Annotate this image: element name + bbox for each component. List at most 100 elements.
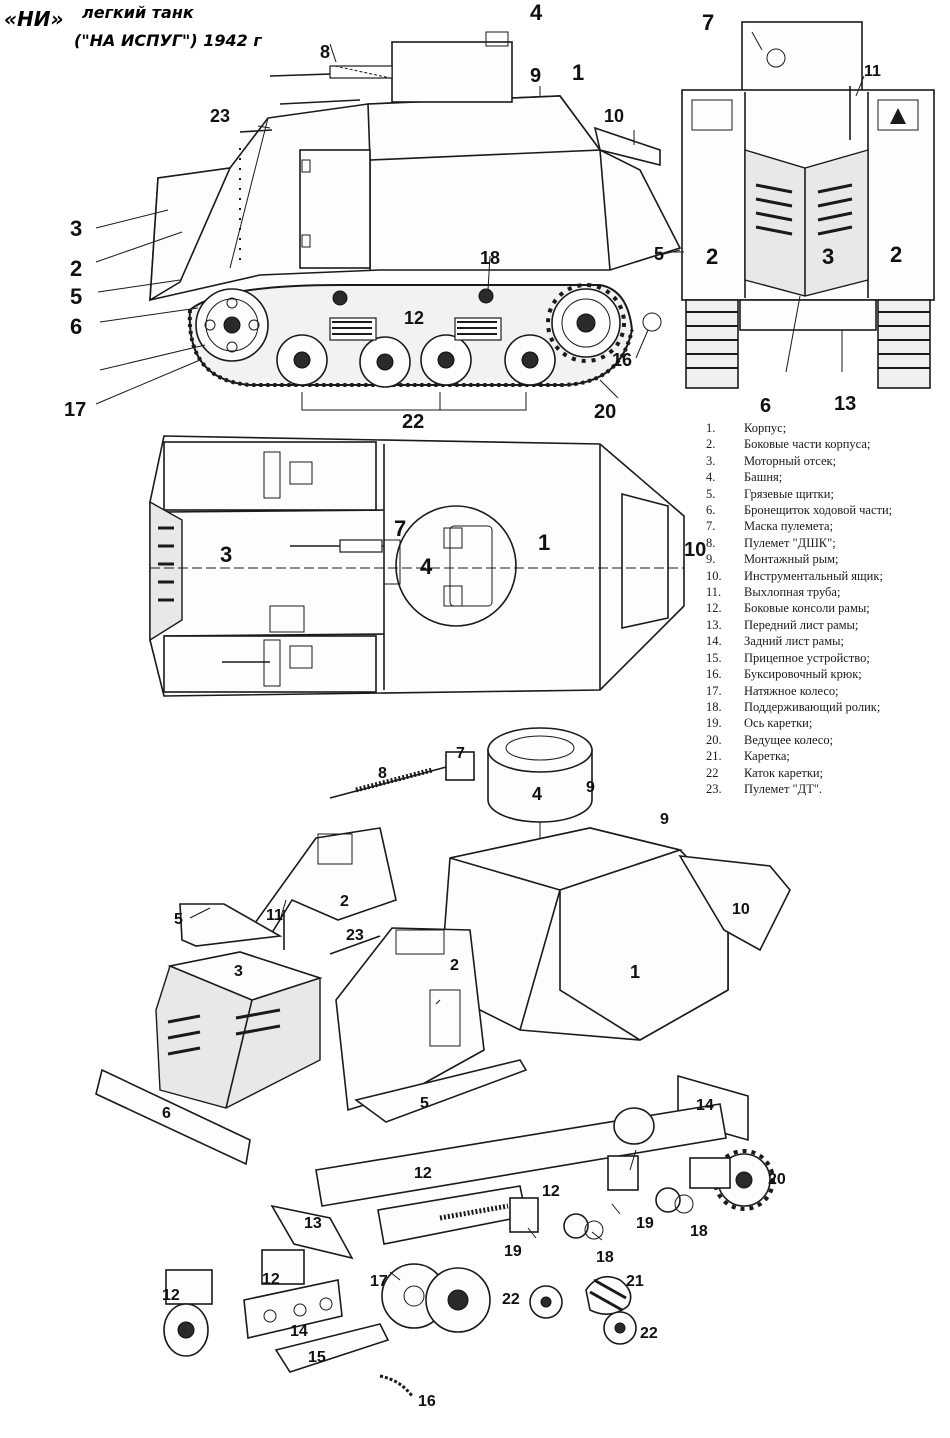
- legend-item: 5.Грязевые щитки;: [706, 486, 950, 502]
- exploded-frame-console-rear: [165, 1269, 213, 1305]
- legend-item: 12.Боковые консоли рамы;: [706, 600, 950, 616]
- parts-legend: 1.Корпус;2.Боковые части корпуса;3.Мотор…: [706, 420, 950, 797]
- part-callout-number: 23: [346, 927, 364, 944]
- exploded-toolbox: [678, 855, 791, 952]
- part-callout-number: 23: [210, 106, 230, 126]
- part-callout-number: 20: [594, 401, 616, 423]
- legend-item: 15.Прицепное устройство;: [706, 650, 950, 666]
- part-callout-number: 5: [654, 244, 664, 264]
- legend-item: 4.Башня;: [706, 469, 950, 485]
- legend-item-number: 12.: [706, 601, 722, 616]
- legend-item: 10.Инструментальный ящик;: [706, 568, 950, 584]
- legend-item: 6. Бронещиток ходовой части;: [706, 502, 950, 518]
- part-callout-number: 8: [320, 42, 330, 62]
- legend-item-number: 15.: [706, 650, 722, 665]
- part-callout-number: 10: [684, 539, 706, 561]
- legend-item-number: 9.: [706, 552, 716, 567]
- part-callout-number: 6: [760, 395, 771, 417]
- part-callout-number: 2: [70, 256, 82, 281]
- legend-item-text: Ведущее колесо;: [744, 732, 834, 747]
- part-callout-number: 9: [660, 811, 669, 828]
- legend-item: 14.Задний лист рамы;: [706, 633, 950, 649]
- legend-item-number: 8.: [706, 535, 716, 550]
- part-callout-number: 2: [890, 242, 902, 267]
- legend-item: 13.Передний лист рамы;: [706, 617, 950, 633]
- legend-item-text: Ось каретки;: [744, 716, 813, 731]
- part-callout-number: 6: [70, 314, 82, 339]
- legend-item-number: 19.: [706, 716, 722, 731]
- exploded-side-part-right: [335, 927, 485, 1112]
- legend-item-text: Выхлопная труба;: [744, 585, 841, 600]
- part-callout-number: 3: [220, 542, 232, 567]
- legend-item-text: Маска пулемета;: [744, 519, 834, 534]
- legend-item: 21.Каретка;: [706, 748, 950, 764]
- legend-item-number: 13.: [706, 617, 722, 632]
- part-callout-number: 12: [404, 308, 424, 328]
- legend-item: 7. Маска пулемета;: [706, 518, 950, 534]
- legend-item-text: Боковые части корпуса;: [744, 437, 871, 452]
- exploded-front-frame-plate: [270, 1204, 354, 1260]
- legend-item: 18.Поддерживающий ролик;: [706, 699, 950, 715]
- part-callout-number: 10: [732, 901, 750, 918]
- rear-track-right: [877, 299, 931, 389]
- legend-item-text: Башня;: [744, 470, 783, 485]
- legend-item: 23.Пулемет "ДТ".: [706, 781, 950, 797]
- legend-item: 2.Боковые части корпуса;: [706, 436, 950, 452]
- part-callout-number: 8: [378, 765, 387, 782]
- exploded-mudguard-left: [179, 903, 283, 947]
- exploded-mudguard-right: [354, 1059, 528, 1123]
- side-hull-top: [367, 95, 602, 161]
- part-callout-number: 14: [290, 1323, 308, 1340]
- exploded-rear-frame-plate-lower: [243, 1279, 343, 1339]
- top-engine-grille: [149, 500, 183, 642]
- legend-item: 19. Ось каретки;: [706, 715, 950, 731]
- legend-item: 20. Ведущее колесо;: [706, 732, 950, 748]
- legend-item-text: Пулемет "ДШК";: [744, 535, 836, 550]
- part-callout-number: 17: [370, 1273, 388, 1290]
- legend-item-text: Каток каретки;: [744, 765, 824, 780]
- exploded-dshk: [329, 765, 451, 799]
- legend-item-number: 6.: [706, 503, 716, 518]
- side-turret: [391, 41, 513, 103]
- part-callout-number: 2: [450, 957, 459, 974]
- part-callout-number: 13: [304, 1215, 322, 1232]
- part-callout-number: 18: [690, 1223, 708, 1240]
- legend-item: 8. Пулемет "ДШК";: [706, 535, 950, 551]
- legend-item-text: Натяжное колесо;: [744, 683, 839, 698]
- side-toolbox: [593, 126, 661, 167]
- rear-view: 7 11 2 3 2 5 6 13: [654, 10, 935, 417]
- part-callout-number: 13: [834, 393, 856, 415]
- part-callout-number: 11: [266, 907, 283, 924]
- top-view: 3 7 4 1 10: [149, 435, 706, 697]
- part-callout-number: 7: [456, 745, 465, 762]
- top-right-side-part: [163, 635, 377, 693]
- part-callout-number: 4: [532, 784, 542, 804]
- legend-item-number: 10.: [706, 568, 722, 583]
- legend-item-text: Бронещиток ходовой части;: [744, 503, 893, 518]
- side-mudguard: [149, 167, 232, 302]
- legend-item-text: Буксировочный крюк;: [744, 667, 862, 682]
- part-callout-number: 1: [630, 962, 640, 982]
- top-toolbox: [621, 492, 669, 629]
- part-callout-number: 3: [822, 244, 834, 269]
- part-callout-number: 17: [64, 399, 86, 421]
- part-callout-number: 3: [70, 216, 82, 241]
- legend-item-text: Монтажный рым;: [744, 552, 839, 567]
- legend-item-number: 23.: [706, 781, 722, 796]
- exploded-bogie: [529, 1275, 637, 1345]
- legend-item-number: 20.: [706, 732, 722, 747]
- rear-engine-deck: [744, 149, 869, 297]
- side-drive-sprocket: [546, 283, 626, 363]
- side-view: 4 8 9 1 23 10 3 2 18 5 12 6 16 17 22 20: [64, 0, 682, 433]
- legend-item-text: Корпус;: [744, 421, 787, 435]
- part-callout-number: 12: [262, 1271, 280, 1288]
- legend-item-text: Каретка;: [744, 749, 790, 764]
- part-callout-number: 11: [864, 63, 881, 80]
- exploded-turret: [487, 727, 593, 860]
- title-block: «НИ» легкий танк ("НА ИСПУГ") 1942 г: [4, 3, 262, 50]
- part-callout-number: 22: [502, 1291, 520, 1308]
- legend-item-number: 7.: [706, 519, 716, 534]
- part-callout-number: 10: [604, 106, 624, 126]
- legend-item-text: Моторный отсек;: [744, 453, 837, 468]
